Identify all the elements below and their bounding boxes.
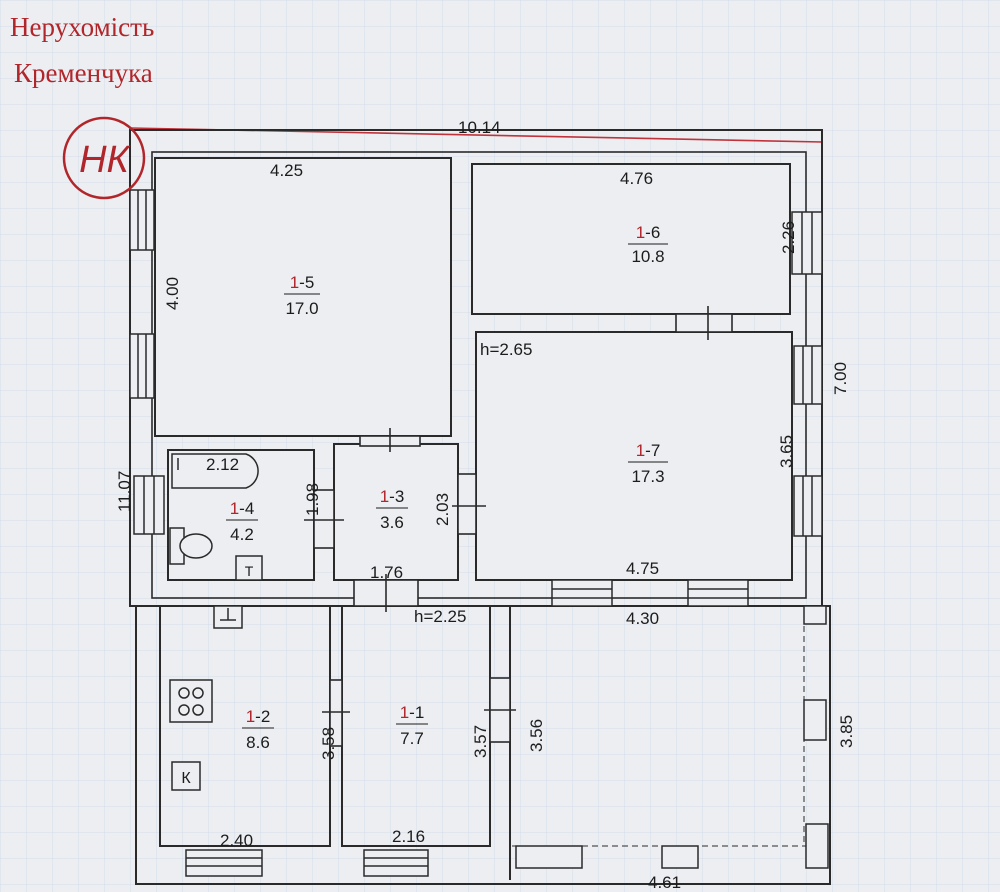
room-1-1-width: 2.16 — [392, 827, 425, 846]
height-upper: h=2.65 — [480, 340, 532, 359]
room-1-4-length: 1.98 — [303, 483, 322, 516]
window-left-3 — [133, 475, 165, 535]
windows — [129, 189, 829, 877]
room-labels: 1-5 17.0 1-6 10.8 1-7 17.3 1-4 4.2 1-3 3… — [181, 223, 668, 787]
room-1-5-width: 4.25 — [270, 161, 303, 180]
dim-left-total: 11.07 — [115, 471, 134, 512]
svg-text:10.8: 10.8 — [631, 247, 664, 266]
svg-text:3.6: 3.6 — [380, 513, 404, 532]
svg-text:1-3: 1-3 — [380, 487, 405, 506]
window-left-1 — [129, 189, 155, 251]
sink-icon — [235, 555, 263, 581]
watermark-line-1: Нерухомість — [10, 12, 155, 42]
window-right-3 — [793, 475, 823, 537]
window-right-2 — [793, 345, 823, 405]
room-1-3-width: 1.76 — [370, 563, 403, 582]
terrace-post-1 — [515, 845, 583, 869]
dim-right-upper: 7.00 — [831, 362, 850, 395]
window-lower-1 — [185, 849, 263, 877]
room-1-7-width: 4.75 — [626, 559, 659, 578]
watermark-logo: НК — [62, 116, 146, 200]
door-1-1-terrace — [484, 677, 516, 743]
svg-text:1-6: 1-6 — [636, 223, 661, 242]
svg-text:7.7: 7.7 — [400, 729, 424, 748]
window-lower-2 — [363, 849, 429, 877]
room-1-7-length: 3.65 — [777, 435, 796, 468]
door-1-3-lower — [353, 574, 419, 612]
room-1-2-length: 3.58 — [319, 727, 338, 760]
toilet-icon — [169, 527, 213, 565]
svg-text:1-1: 1-1 — [400, 703, 425, 722]
room-1-6-length: 2.26 — [779, 221, 798, 254]
room-1-2-width: 2.40 — [220, 831, 253, 850]
room-1-3-length: 2.03 — [433, 493, 452, 526]
door-1-5-1-3 — [359, 428, 421, 452]
window-right-1 — [791, 211, 823, 275]
room-1-3-walls — [333, 443, 459, 581]
terrace-corner — [805, 823, 829, 869]
room-1-1-length: 3.57 — [471, 725, 490, 758]
svg-text:8.6: 8.6 — [246, 733, 270, 752]
room-1-1-label: 1-1 7.7 — [396, 703, 428, 748]
svg-text:1-5: 1-5 — [290, 273, 315, 292]
room-1-6-walls — [471, 163, 791, 315]
svg-text:17.0: 17.0 — [285, 299, 318, 318]
terrace-post-3 — [803, 699, 827, 741]
room-1-5-length: 4.00 — [163, 277, 182, 310]
dim-mid-width: 4.30 — [626, 609, 659, 628]
stove-icon — [169, 679, 213, 723]
svg-text:1-7: 1-7 — [636, 441, 661, 460]
height-lower: h=2.25 — [414, 607, 466, 626]
room-1-4-width: 2.12 — [206, 455, 239, 474]
dimension-labels: 10.14 11.07 7.00 4.61 3.85 4.30 3.56 4.2… — [115, 118, 856, 892]
room-1-6-width: 4.76 — [620, 169, 653, 188]
door-1-6-1-7 — [675, 306, 733, 340]
svg-text:1-2: 1-2 — [246, 707, 271, 726]
heater-icon — [171, 761, 201, 791]
room-1-2-label: 1-2 8.6 — [242, 707, 274, 752]
svg-text:17.3: 17.3 — [631, 467, 664, 486]
tap-letter: Т — [245, 563, 254, 579]
room-1-7-walls — [475, 331, 793, 581]
fixtures — [169, 453, 263, 791]
dim-terrace-depth: 3.56 — [527, 719, 546, 752]
window-bottom-2 — [687, 579, 749, 607]
room-1-5-walls — [154, 157, 452, 437]
room-1-4-label: 1-4 4.2 — [226, 499, 258, 544]
room-1-3-label: 1-3 3.6 — [376, 487, 408, 532]
svg-text:1-4: 1-4 — [230, 499, 255, 518]
doors — [304, 306, 733, 747]
dim-bottom-total: 4.61 — [648, 873, 681, 892]
door-1-2-1-1 — [322, 679, 350, 747]
watermark-line-2: Кременчука — [14, 58, 153, 88]
window-bottom-1 — [551, 579, 613, 607]
window-left-2 — [129, 333, 155, 399]
room-1-5-label: 1-5 17.0 — [284, 273, 320, 318]
room-1-6-label: 1-6 10.8 — [628, 223, 668, 266]
kitchen-letter: К — [181, 770, 191, 787]
terrace-post-4 — [803, 605, 827, 625]
bathtub-icon — [171, 453, 259, 489]
door-1-4-1-3 — [304, 489, 344, 549]
room-1-7-label: 1-7 17.3 — [628, 441, 668, 486]
dim-top-total: 10.14 — [458, 118, 501, 137]
sink-kitchen-icon — [213, 605, 243, 629]
terrace-post-2 — [661, 845, 699, 869]
door-1-3-1-7 — [452, 473, 486, 535]
svg-text:НК: НК — [79, 139, 131, 181]
svg-text:4.2: 4.2 — [230, 525, 254, 544]
dim-right-lower: 3.85 — [837, 715, 856, 748]
